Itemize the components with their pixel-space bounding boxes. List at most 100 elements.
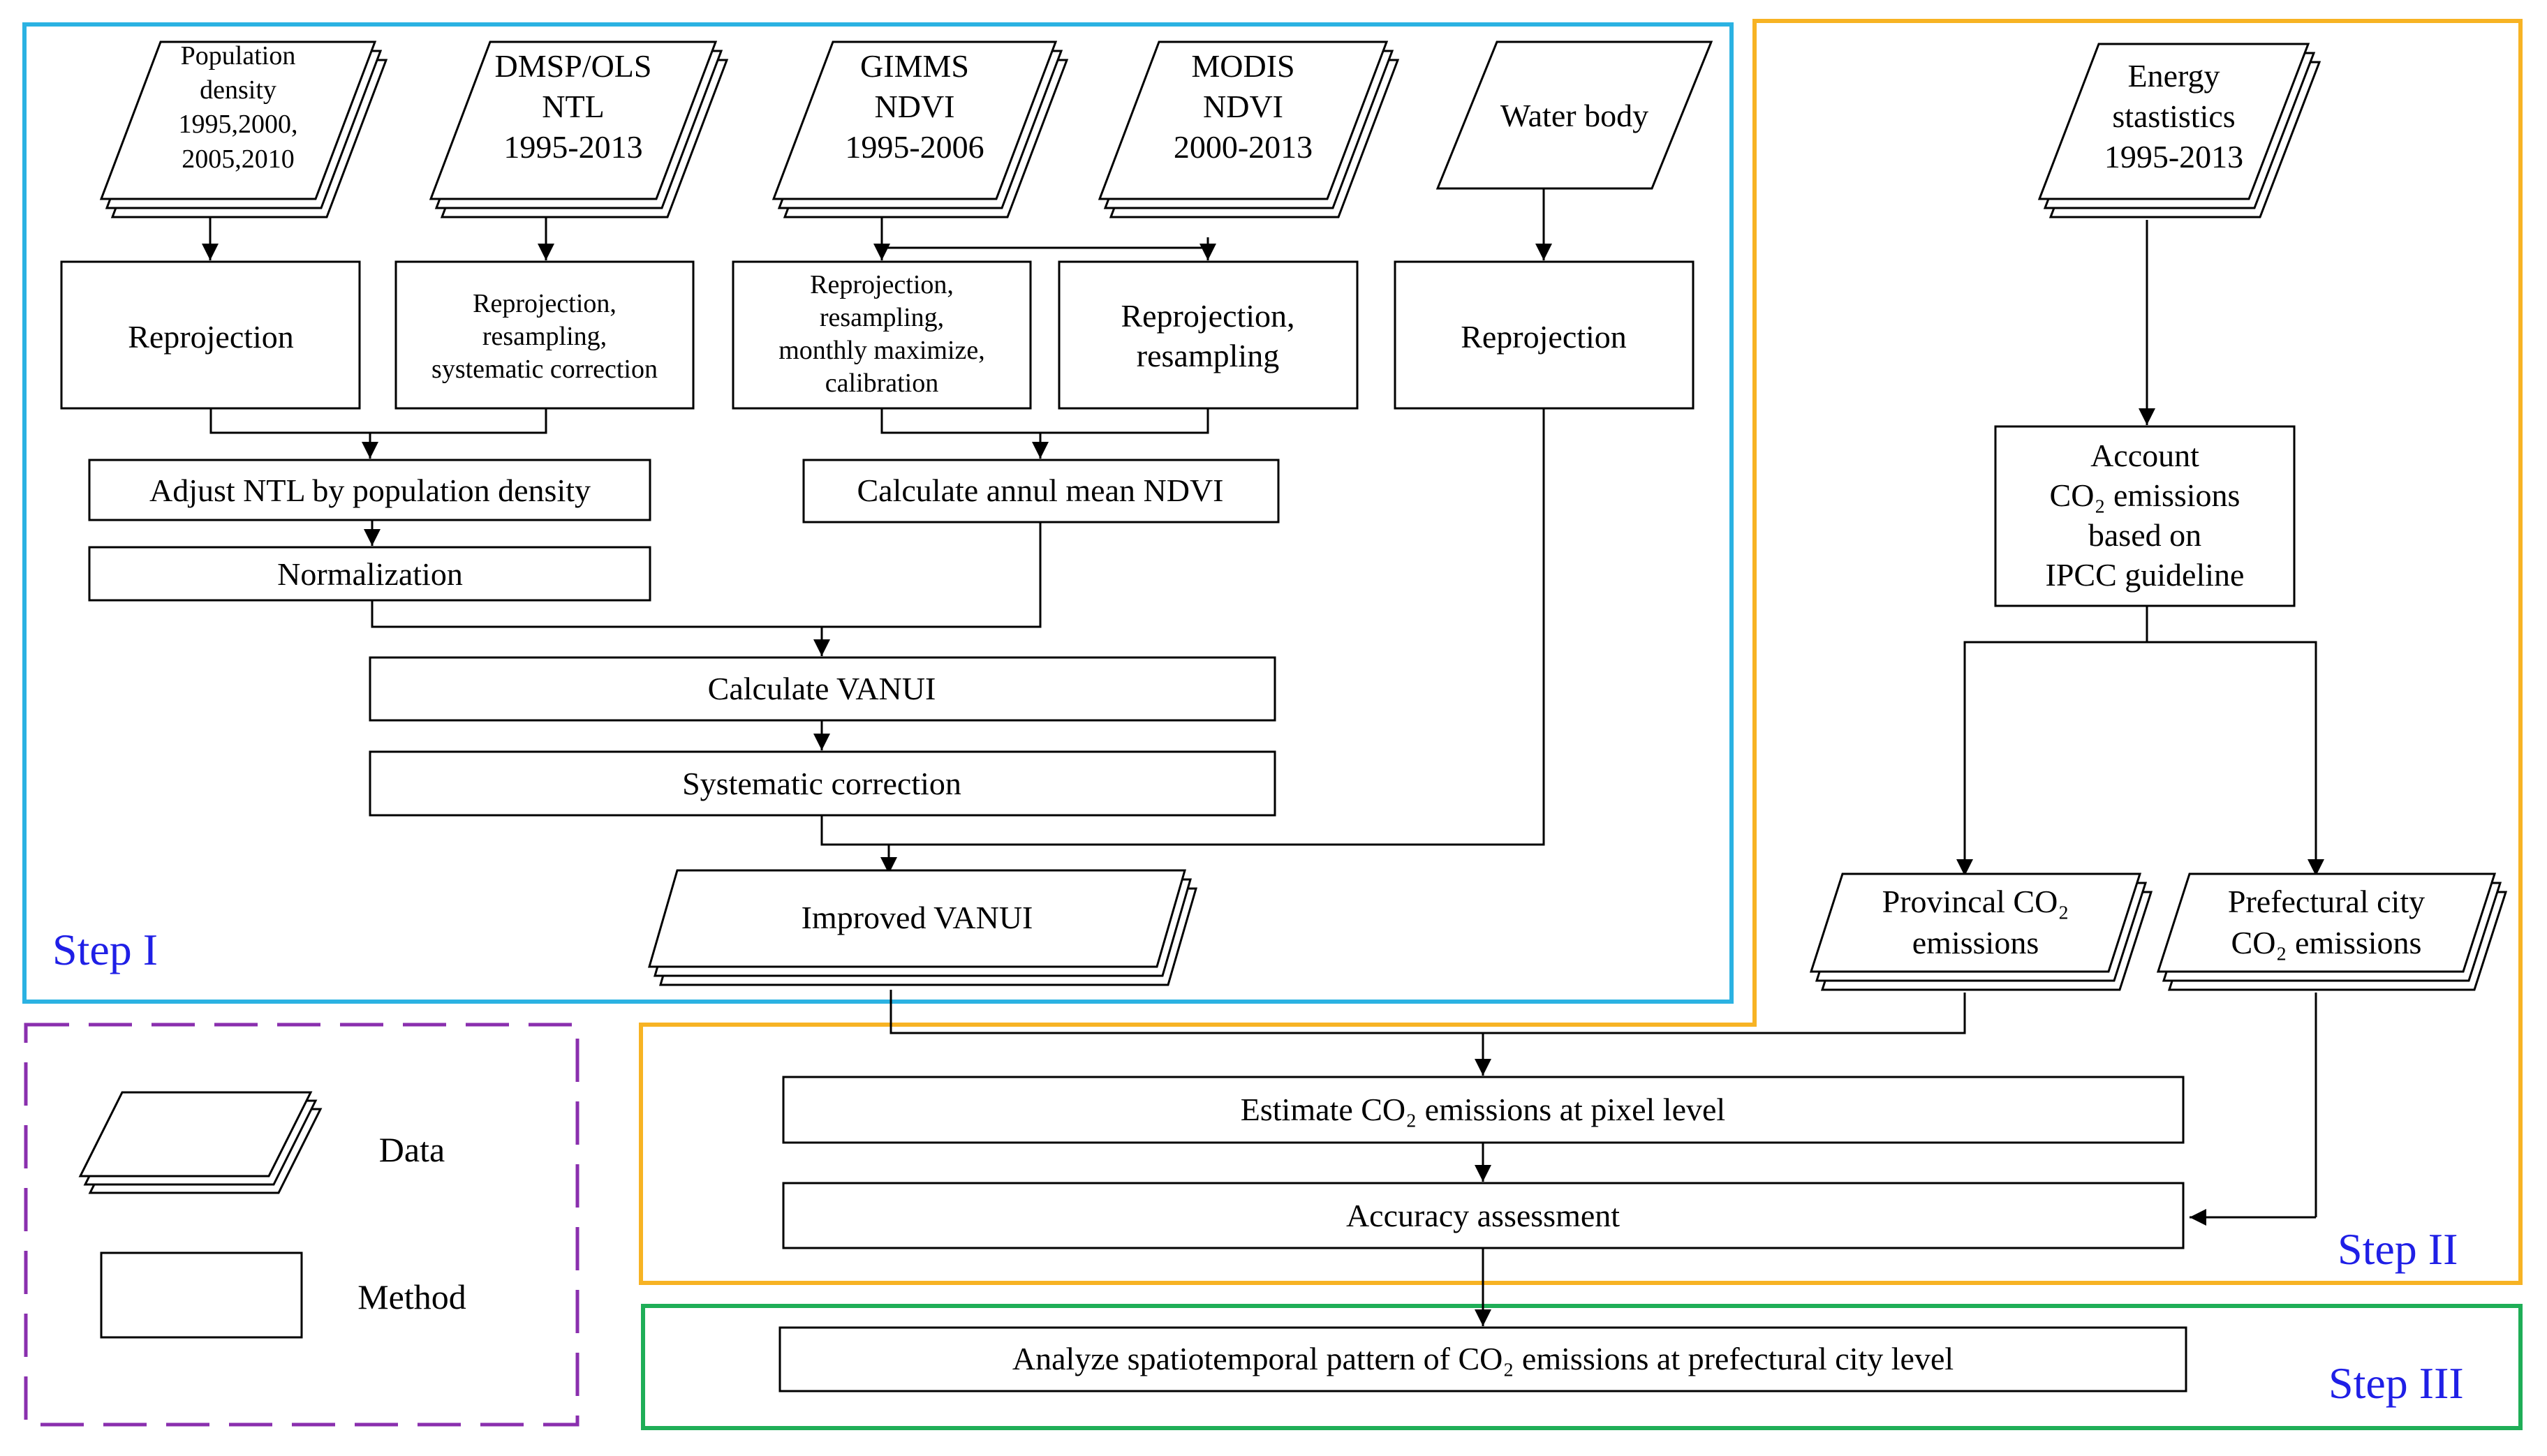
method-node-label: calibration	[825, 369, 938, 398]
join-correction-water	[820, 408, 1545, 846]
connectors	[202, 188, 2324, 1326]
data-node-layer	[2156, 872, 2497, 973]
data-node-label: emissions	[1912, 925, 2039, 960]
data-node-layer	[429, 40, 718, 200]
method-box-sys-correction	[369, 750, 1276, 817]
data-node-label: 2005,2010	[182, 144, 295, 174]
step1-label: Step I	[52, 925, 158, 974]
split-account-right	[2147, 641, 2317, 876]
method-node-label: Calculate VANUI	[708, 671, 936, 706]
data-nodes-layer	[99, 40, 2508, 991]
method-box-accuracy	[782, 1182, 2185, 1249]
method-node-label: Calculate annul mean NDVI	[857, 473, 1224, 508]
method-node-label: Normalization	[277, 556, 463, 592]
method-node-label: Reprojection,	[1121, 298, 1294, 334]
method-box-reprojection-2	[394, 260, 695, 410]
method-node-label: Reprojection	[1461, 319, 1627, 355]
method-node-label: resampling	[1137, 338, 1279, 373]
data-node-label: NDVI	[875, 89, 955, 124]
data-node-provincal	[1809, 872, 2153, 991]
method-node-label: systematic correction	[431, 355, 658, 384]
method-node-label: Adjust NTL by population density	[149, 473, 591, 508]
data-node-label: 1995-2013	[503, 129, 642, 165]
method-box-reprojection-4	[1058, 260, 1359, 410]
data-node-gimms	[772, 40, 1069, 218]
legend-data-label: Data	[379, 1130, 445, 1169]
data-node-label: DMSP/OLS	[495, 48, 652, 84]
data-node-layer	[2037, 43, 2310, 200]
data-node-prefectural	[2156, 872, 2508, 991]
data-node-label: NDVI	[1203, 89, 1283, 124]
method-node-label: Account	[2090, 438, 2199, 473]
method-box-normalization	[88, 546, 651, 602]
legend-data-layer	[78, 1091, 313, 1178]
data-node-label: MODIS	[1191, 48, 1294, 84]
method-node-label: resampling,	[820, 303, 944, 332]
data-node-label: NTL	[542, 89, 604, 124]
method-node-label: Accuracy assessment	[1346, 1198, 1620, 1233]
method-node-label: resampling,	[482, 322, 607, 351]
method-node-label: CO₂ emissions	[2050, 477, 2240, 513]
legend-frame	[24, 1023, 579, 1427]
step2-frame	[639, 19, 2523, 1285]
method-box-reprojection-3	[732, 260, 1032, 410]
data-node-label: Improved VANUI	[802, 900, 1033, 935]
data-node-label: 2000-2013	[1174, 129, 1313, 165]
method-box-adjust-ntl	[88, 459, 651, 521]
data-node-layer	[99, 40, 377, 200]
join-vanui-provincal	[889, 990, 1966, 1034]
data-node-label: Water body	[1500, 98, 1648, 133]
step2-label: Step II	[2338, 1224, 2458, 1274]
data-node-layer	[1809, 872, 2142, 973]
method-node-label: Estimate CO₂ emissions at pixel level	[1241, 1092, 1725, 1127]
data-node-label: 1995,2000,	[179, 110, 298, 139]
legend-data-symbol	[78, 1091, 323, 1194]
legend-method-symbol	[100, 1251, 303, 1339]
labels-layer: Population density 1995,2000, 2005,2010 DMSP…	[78, 41, 2425, 1376]
step1-frame	[22, 22, 1734, 1004]
method-node-label: Reprojection,	[473, 289, 617, 318]
data-node-dmsp	[429, 40, 729, 218]
data-node-label: Energy	[2127, 58, 2220, 94]
method-box-reprojection-1	[60, 260, 361, 410]
data-node-layer	[1435, 40, 1713, 190]
step3-frame	[641, 1304, 2523, 1430]
method-node-label: Analyze spatiotemporal pattern of CO₂ em…	[1012, 1341, 1954, 1376]
data-node-label: density	[200, 75, 276, 105]
method-node-label: Reprojection,	[810, 270, 954, 299]
data-node-layer	[648, 869, 1186, 968]
join-normalization-ndvi	[371, 522, 1042, 628]
method-node-label: monthly maximize,	[778, 336, 985, 365]
arrow-gimms-to-reprojection	[880, 216, 1209, 260]
data-node-label: CO₂ emissions	[2231, 925, 2422, 960]
data-node-label: 1995-2006	[845, 129, 984, 165]
step3-label: Step III	[2328, 1358, 2464, 1408]
data-node-label: stastistics	[2112, 98, 2235, 134]
data-node-layer	[1098, 40, 1389, 200]
method-node-label: Systematic correction	[682, 766, 961, 801]
data-node-label: Provincal CO₂	[1882, 884, 2069, 919]
data-node-label: Prefectural city	[2228, 884, 2425, 919]
method-box-annual-ndvi	[802, 459, 1280, 523]
data-node-energy	[2037, 43, 2321, 218]
data-node-label: Population	[181, 41, 296, 70]
method-node-label: IPCC guideline	[2046, 557, 2245, 593]
data-node-vanui	[648, 869, 1197, 986]
data-node-population	[99, 40, 388, 218]
data-node-label: GIMMS	[860, 48, 969, 84]
data-node-modis	[1098, 40, 1400, 218]
data-node-water	[1435, 40, 1713, 190]
join-reproj3-reproj4	[880, 408, 1209, 434]
method-box-account-co2	[1994, 425, 2296, 607]
split-account	[1963, 606, 2148, 876]
method-node-label: Reprojection	[128, 319, 294, 355]
method-box-analyze	[778, 1326, 2187, 1392]
data-node-label: 1995-2013	[2104, 139, 2243, 174]
join-reproj1-reproj2	[209, 408, 547, 434]
method-box-reprojection-5	[1394, 260, 1695, 410]
data-node-layer	[772, 40, 1058, 200]
legend-method-label: Method	[357, 1277, 466, 1316]
method-node-label: based on	[2088, 517, 2201, 553]
method-box-estimate-co2	[782, 1076, 2185, 1144]
